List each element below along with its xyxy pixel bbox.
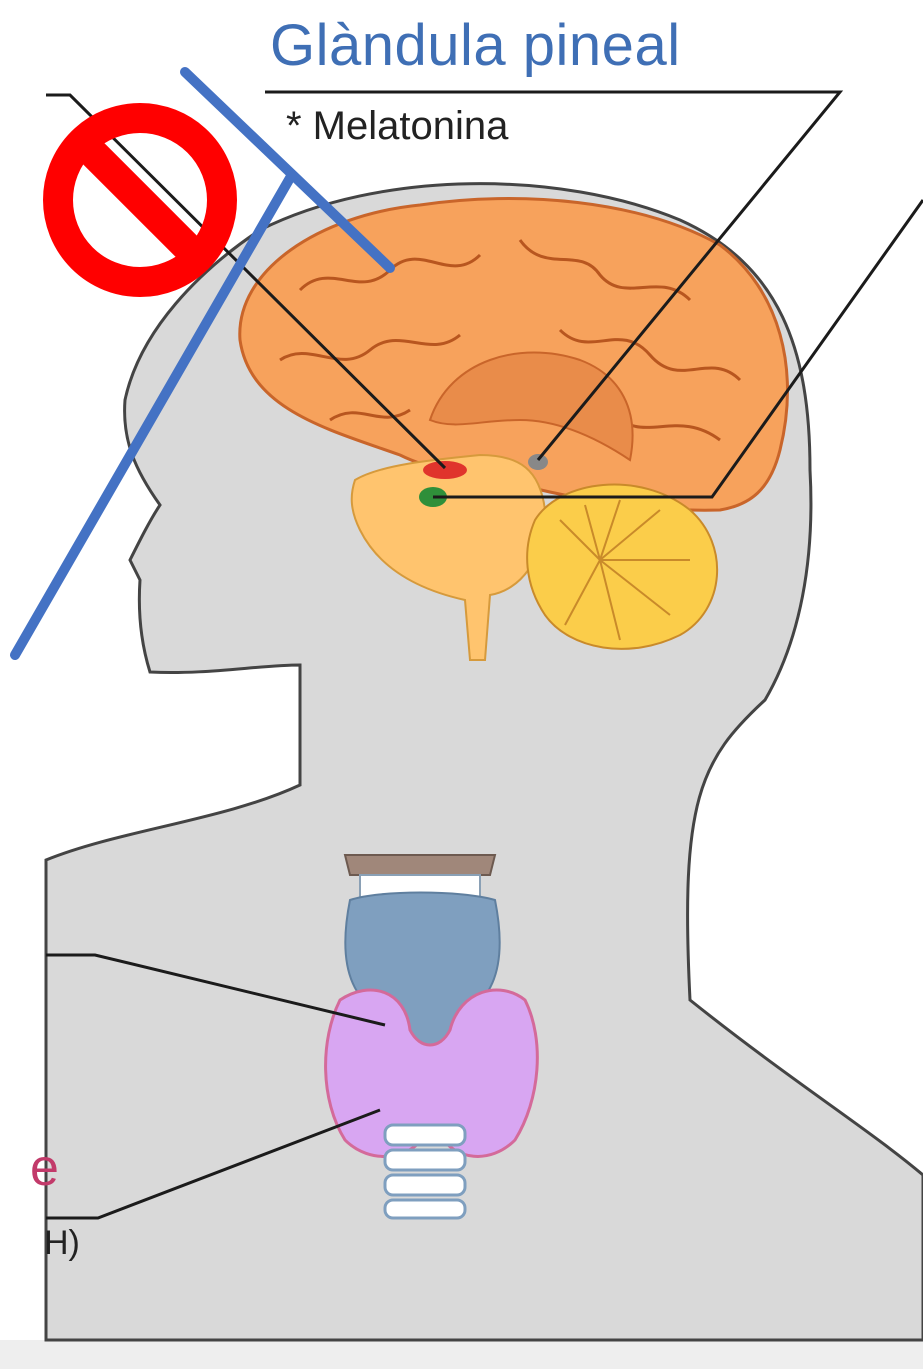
trachea-rings <box>385 1125 465 1218</box>
pineal-hormone-label: * Melatonina <box>286 104 508 149</box>
bottom-strip <box>0 1340 923 1369</box>
cut-label-fragment-e: e <box>30 1138 59 1198</box>
cerebellum <box>527 485 717 649</box>
hypothalamus-marker <box>423 461 467 479</box>
pineal-marker <box>528 454 548 470</box>
cut-label-fragment-h: H) <box>44 1224 80 1263</box>
hyoid-bone <box>345 855 495 875</box>
pineal-gland-title: Glàndula pineal <box>270 12 681 79</box>
